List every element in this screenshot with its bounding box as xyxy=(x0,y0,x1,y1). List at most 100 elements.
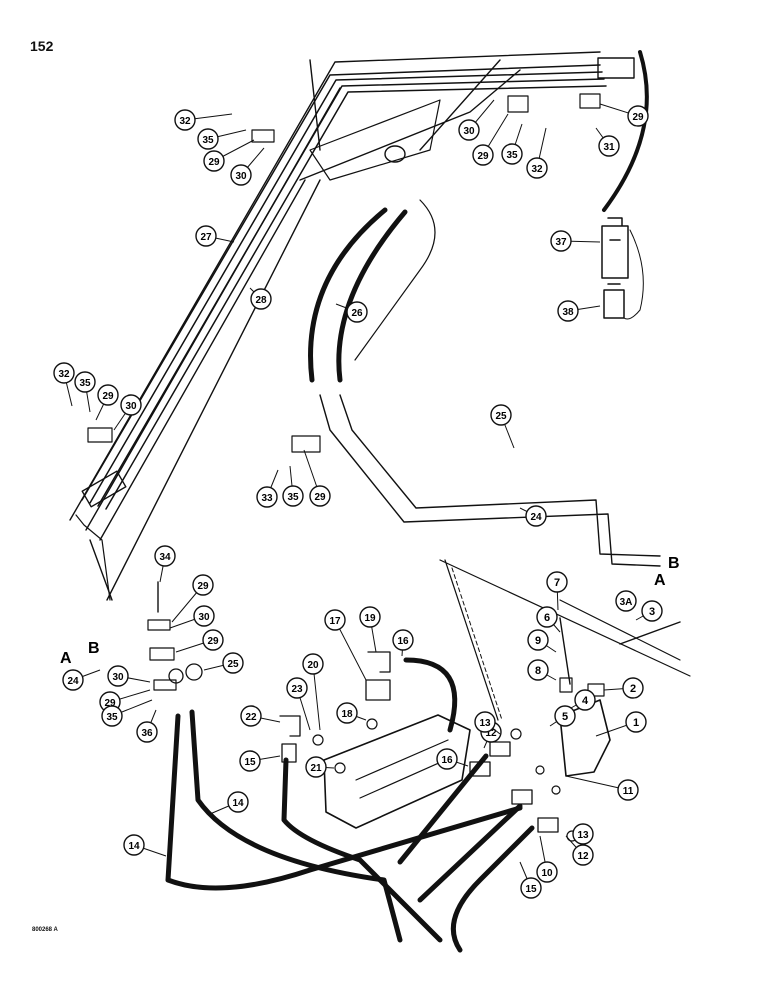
callout-bubble xyxy=(227,791,249,813)
callout-bubble xyxy=(197,128,219,150)
callout-bubble xyxy=(336,702,358,724)
callout-c16a: 16 xyxy=(392,629,414,657)
callout-c3a: 3A xyxy=(615,590,637,612)
callout-bubble xyxy=(625,711,647,733)
seal-23 xyxy=(312,734,324,746)
callout-bubble xyxy=(526,157,548,179)
callout-bubble xyxy=(309,485,331,507)
callout-c11: 11 xyxy=(565,775,639,801)
callout-c22: 22 xyxy=(240,705,281,727)
callout-number: 2 xyxy=(630,683,636,695)
callout-bubble xyxy=(195,225,217,247)
callout-c31: 31 xyxy=(595,127,620,157)
callout-number: 3 xyxy=(649,606,655,618)
callout-c29b: 29 xyxy=(472,113,509,166)
callout-c25a: 25 xyxy=(203,652,244,674)
callout-c32b: 32 xyxy=(526,127,548,179)
callout-number: 29 xyxy=(104,698,116,709)
callout-bubble xyxy=(302,653,324,675)
callout-bubble xyxy=(546,571,568,593)
adapter-12 xyxy=(489,741,511,757)
callout-c2: 2 xyxy=(603,677,644,699)
fitting-25 xyxy=(185,663,203,681)
leader-line xyxy=(312,663,321,731)
callout-number: 35 xyxy=(79,378,91,389)
callout-c1: 1 xyxy=(595,711,647,737)
valve-port-details xyxy=(355,739,451,799)
callout-c6: 6 xyxy=(536,606,561,633)
seal-13 xyxy=(510,728,522,740)
callout-c18: 18 xyxy=(336,702,367,724)
adapter-16 xyxy=(469,761,491,777)
callout-c27: 27 xyxy=(195,225,235,247)
callout-number: 7 xyxy=(554,577,560,589)
callout-number: 23 xyxy=(291,684,303,695)
seal-11-a xyxy=(535,765,545,775)
callout-number: 18 xyxy=(341,709,353,720)
callout-number: 8 xyxy=(535,665,541,677)
callout-bubble xyxy=(53,362,75,384)
callout-number: 15 xyxy=(244,757,256,768)
tube-clamp-top-right xyxy=(579,93,601,109)
callout-bubble xyxy=(557,300,579,322)
callout-bubble xyxy=(202,629,224,651)
callout-c26: 26 xyxy=(335,301,368,323)
callout-c15b: 15 xyxy=(519,861,542,899)
callout-number: 19 xyxy=(364,613,376,624)
callout-bubble xyxy=(193,605,215,627)
callout-bubble xyxy=(472,144,494,166)
callout-c29f: 29 xyxy=(171,574,214,623)
callout-c23: 23 xyxy=(286,677,311,731)
hose-14-left xyxy=(165,713,523,891)
callout-number: 32 xyxy=(531,164,543,175)
callout-bubble xyxy=(230,164,252,186)
seal-18 xyxy=(366,718,378,730)
callout-bubble xyxy=(598,135,620,157)
callout-number: 6 xyxy=(544,612,550,624)
elbow-fitting-22 xyxy=(279,715,301,737)
dust-cap-chain xyxy=(623,229,644,320)
steel-tube-bundle-upper xyxy=(81,64,607,510)
callout-bubble xyxy=(436,748,458,770)
callout-bubble xyxy=(359,606,381,628)
callout-number: 12 xyxy=(577,851,589,862)
hose-26-a xyxy=(308,207,388,383)
leader-line xyxy=(334,619,367,681)
callout-bubble xyxy=(554,705,576,727)
callout-c17: 17 xyxy=(324,609,367,681)
callout-c34: 34 xyxy=(154,545,176,583)
callout-number: 30 xyxy=(198,612,210,623)
callout-c28: 28 xyxy=(249,287,272,310)
callout-number: 30 xyxy=(463,126,475,137)
connector-letter-a-left: A xyxy=(60,650,72,667)
clamp-block-2 xyxy=(149,647,175,661)
callout-bubble xyxy=(536,606,558,628)
callout-bubble xyxy=(192,574,214,596)
callout-bubble xyxy=(239,750,261,772)
callout-c13a: 13 xyxy=(474,711,501,735)
callout-bubble xyxy=(617,779,639,801)
callout-bubble xyxy=(615,590,637,612)
control-valve-body xyxy=(323,714,471,829)
adapter-15 xyxy=(281,743,297,763)
callout-number: 16 xyxy=(441,755,453,766)
callout-bubble xyxy=(123,834,145,856)
part-8 xyxy=(559,677,573,693)
callout-c16b: 16 xyxy=(436,748,469,770)
callout-number: 29 xyxy=(208,157,220,168)
callout-number: 14 xyxy=(232,798,244,809)
hose-15-right xyxy=(450,825,535,953)
tube-end-fittings-right xyxy=(597,57,635,79)
callout-bubble xyxy=(282,485,304,507)
callout-c10: 10 xyxy=(536,835,558,883)
connector-letter-a-right: A xyxy=(654,572,666,589)
callout-number: 9 xyxy=(535,635,541,647)
callout-c29e: 29 xyxy=(303,449,331,507)
callout-number: 37 xyxy=(555,237,567,248)
callout-number: 33 xyxy=(261,493,273,504)
callout-c29g: 29 xyxy=(175,629,224,653)
callout-bubble xyxy=(501,143,523,165)
callout-number: 10 xyxy=(541,868,553,879)
callout-c3: 3 xyxy=(635,600,663,622)
callout-bubble xyxy=(74,371,96,393)
